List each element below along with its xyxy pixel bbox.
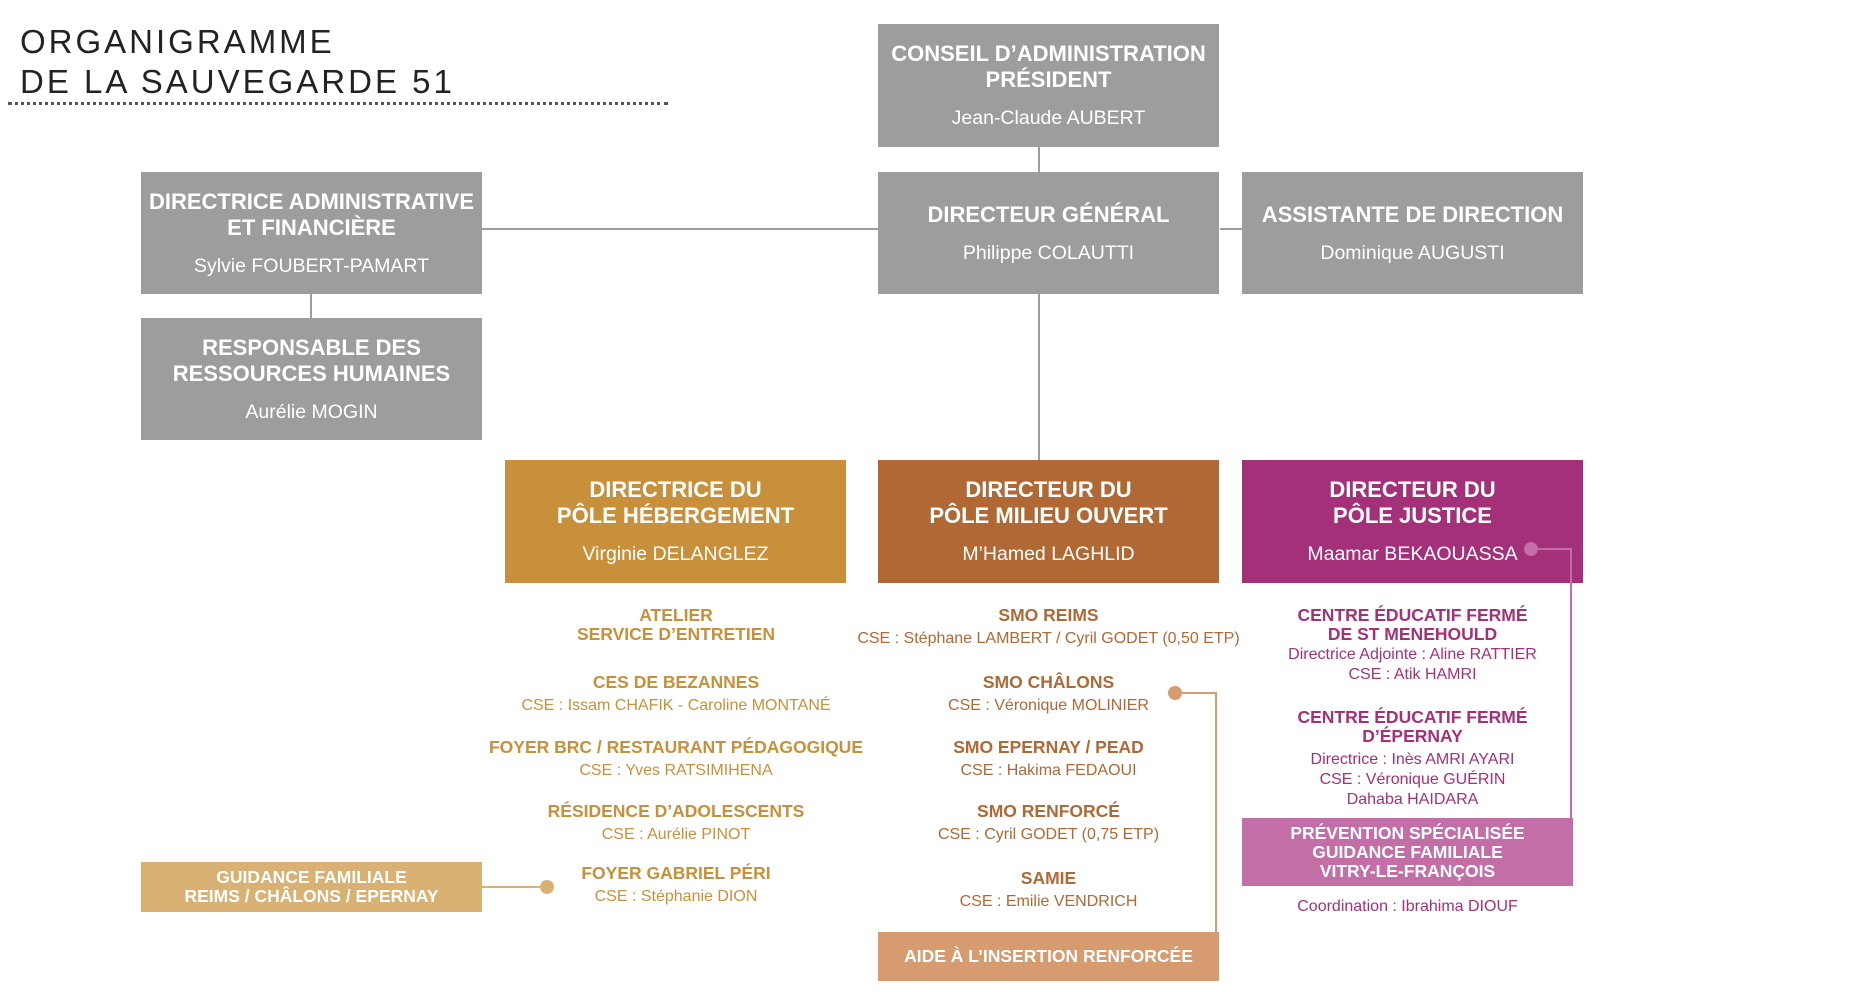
- daf-box: DIRECTRICE ADMINISTRATIVE ET FINANCIÈRE …: [141, 172, 482, 294]
- service-detail: CSE : Atik HAMRI: [1348, 666, 1477, 683]
- service-title: ATELIER: [639, 605, 713, 625]
- prevention-specialisee-box: PRÉVENTION SPÉCIALISÉE GUIDANCE FAMILIAL…: [1242, 818, 1573, 886]
- guidance-line-1: GUIDANCE FAMILIALE: [216, 867, 407, 887]
- service-title: SMO RENFORCÉ: [977, 801, 1120, 821]
- connector-dot-guidance: [540, 880, 554, 894]
- title-divider: [8, 102, 668, 105]
- conseil-name: Jean-Claude AUBERT: [951, 107, 1146, 129]
- conseil-title-2: PRÉSIDENT: [985, 67, 1112, 92]
- service-detail: Directrice Adjointe : Aline RATTIER: [1288, 646, 1537, 663]
- justice-title-2: PÔLE JUSTICE: [1333, 503, 1492, 528]
- service-title: CES DE BEZANNES: [592, 672, 760, 692]
- daf-title-1: DIRECTRICE ADMINISTRATIVE: [148, 188, 475, 214]
- hebergement-name: Virginie DELANGLEZ: [582, 543, 769, 565]
- rh-box: RESPONSABLE DES RESSOURCES HUMAINES Auré…: [141, 318, 482, 440]
- service-title: FOYER GABRIEL PÉRI: [581, 863, 771, 883]
- service-detail: CSE : Hakima FEDAOUI: [960, 762, 1137, 779]
- service-detail: Dahaba HAIDARA: [1346, 791, 1479, 808]
- chart-title: ORGANIGRAMME DE LA SAUVEGARDE 51: [20, 22, 455, 102]
- assistante-box: ASSISTANTE DE DIRECTION Dominique AUGUST…: [1242, 172, 1583, 294]
- service-detail: CSE : Yves RATSIMIHENA: [579, 762, 773, 779]
- rh-title-1: RESPONSABLE DES: [202, 334, 421, 360]
- coordination: Coordination : Ibrahima DIOUF: [1242, 897, 1573, 917]
- prevention-line-3: VITRY-LE-FRANÇOIS: [1319, 860, 1496, 881]
- aide-insertion-box: AIDE À L’INSERTION RENFORCÉE: [878, 932, 1219, 981]
- service-smo-chalons: SMO CHÂLONS CSE : Véronique MOLINIER: [878, 673, 1219, 716]
- service-detail: CSE : Emilie VENDRICH: [959, 893, 1138, 910]
- service-title: SERVICE D’ENTRETIEN: [576, 624, 776, 644]
- prevention-line-2: GUIDANCE FAMILIALE: [1312, 841, 1503, 862]
- connector-dg-poles: [1038, 294, 1040, 460]
- connector-dot-aide: [1168, 686, 1182, 700]
- prevention-line-1: PRÉVENTION SPÉCIALISÉE: [1290, 822, 1525, 843]
- guidance-familiale-box: GUIDANCE FAMILIALE REIMS / CHÂLONS / EPE…: [141, 862, 482, 912]
- service-title: FOYER BRC / RESTAURANT PÉDAGOGIQUE: [488, 737, 863, 757]
- directeur-general-box: DIRECTEUR GÉNÉRAL Philippe COLAUTTI: [878, 172, 1219, 294]
- title-line-1: ORGANIGRAMME: [20, 23, 335, 60]
- service-detail: CSE : Issam CHAFIK - Caroline MONTANÉ: [521, 697, 831, 714]
- service-detail: CSE : Cyril GODET (0,75 ETP): [937, 826, 1160, 843]
- service-samie: SAMIE CSE : Emilie VENDRICH: [878, 869, 1219, 912]
- service-detail: CSE : Aurélie PINOT: [601, 826, 751, 843]
- service-title: SMO EPERNAY / PEAD: [953, 737, 1144, 757]
- service-foyer-gabriel-peri: FOYER GABRIEL PÉRI CSE : Stéphanie DION: [470, 864, 882, 907]
- connector-conseil-dg: [1038, 147, 1040, 173]
- assistante-name: Dominique AUGUSTI: [1320, 241, 1505, 264]
- title-line-2: DE LA SAUVEGARDE 51: [20, 63, 455, 100]
- service-title: CENTRE ÉDUCATIF FERMÉ: [1297, 605, 1528, 625]
- connector-prevention-v: [1570, 548, 1572, 818]
- justice-name: Maamar BEKAOUASSA: [1307, 543, 1518, 565]
- dg-title: DIRECTEUR GÉNÉRAL: [927, 201, 1170, 227]
- daf-title-2: ET FINANCIÈRE: [227, 214, 396, 240]
- pole-justice-box: DIRECTEUR DU PÔLE JUSTICE Maamar BEKAOUA…: [1242, 460, 1583, 583]
- coordination-text: Coordination : Ibrahima DIOUF: [1297, 898, 1518, 915]
- milieu-ouvert-name: M’Hamed LAGHLID: [962, 543, 1135, 565]
- pole-hebergement-box: DIRECTRICE DU PÔLE HÉBERGEMENT Virginie …: [505, 460, 846, 583]
- hebergement-title-2: PÔLE HÉBERGEMENT: [556, 503, 795, 528]
- service-ces-bezannes: CES DE BEZANNES CSE : Issam CHAFIK - Car…: [470, 673, 882, 716]
- connector-dot-prevention: [1524, 542, 1538, 556]
- service-title: SMO REIMS: [998, 605, 1099, 625]
- pole-milieu-ouvert-box: DIRECTEUR DU PÔLE MILIEU OUVERT M’Hamed …: [878, 460, 1219, 583]
- service-cef-st-menehould: CENTRE ÉDUCATIF FERMÉ DE ST MENEHOULD Di…: [1242, 606, 1583, 685]
- service-smo-renforce: SMO RENFORCÉ CSE : Cyril GODET (0,75 ETP…: [878, 802, 1219, 845]
- daf-name: Sylvie FOUBERT-PAMART: [193, 254, 430, 277]
- rh-title-2: RESSOURCES HUMAINES: [172, 360, 451, 386]
- connector-daf-dg: [482, 228, 878, 230]
- service-title: DE ST MENEHOULD: [1327, 624, 1498, 644]
- connector-guidance: [482, 886, 546, 888]
- connector-aide-h: [1180, 692, 1217, 694]
- justice-title-1: DIRECTEUR DU: [1329, 477, 1496, 502]
- service-smo-reims: SMO REIMS CSE : Stéphane LAMBERT / Cyril…: [838, 606, 1259, 649]
- rh-name: Aurélie MOGIN: [245, 400, 378, 423]
- service-smo-epernay: SMO EPERNAY / PEAD CSE : Hakima FEDAOUI: [878, 738, 1219, 781]
- conseil-title-1: CONSEIL D’ADMINISTRATION: [891, 41, 1206, 66]
- connector-daf-rh: [310, 294, 312, 318]
- service-cef-epernay: CENTRE ÉDUCATIF FERMÉ D’ÉPERNAY Directri…: [1242, 708, 1583, 810]
- service-detail: CSE : Véronique MOLINIER: [948, 697, 1149, 714]
- service-detail: Directrice : Inès AMRI AYARI: [1310, 751, 1515, 768]
- service-title: CENTRE ÉDUCATIF FERMÉ: [1297, 707, 1528, 727]
- conseil-administration-box: CONSEIL D’ADMINISTRATION PRÉSIDENT Jean-…: [878, 24, 1219, 147]
- aide-label: AIDE À L’INSERTION RENFORCÉE: [904, 946, 1193, 966]
- service-residence-adolescents: RÉSIDENCE D’ADOLESCENTS CSE : Aurélie PI…: [470, 802, 882, 845]
- milieu-ouvert-title-1: DIRECTEUR DU: [965, 477, 1132, 502]
- service-foyer-brc: FOYER BRC / RESTAURANT PÉDAGOGIQUE CSE :…: [455, 738, 897, 781]
- service-title: SMO CHÂLONS: [982, 672, 1115, 692]
- dg-name: Philippe COLAUTTI: [962, 241, 1135, 264]
- service-detail: CSE : Stéphanie DION: [594, 888, 758, 905]
- hebergement-title-1: DIRECTRICE DU: [589, 477, 762, 502]
- service-title: RÉSIDENCE D’ADOLESCENTS: [547, 801, 805, 821]
- connector-dg-assistante: [1220, 228, 1242, 230]
- connector-aide-v: [1215, 692, 1217, 932]
- service-detail: CSE : Véronique GUÉRIN: [1319, 771, 1506, 788]
- guidance-line-2: REIMS / CHÂLONS / EPERNAY: [184, 886, 439, 906]
- service-title: SAMIE: [1020, 868, 1077, 888]
- service-title: D’ÉPERNAY: [1362, 726, 1463, 746]
- connector-prevention-h: [1536, 548, 1572, 550]
- milieu-ouvert-title-2: PÔLE MILIEU OUVERT: [929, 503, 1168, 528]
- service-detail: CSE : Stéphane LAMBERT / Cyril GODET (0,…: [857, 630, 1240, 647]
- assistante-title: ASSISTANTE DE DIRECTION: [1261, 201, 1564, 227]
- service-atelier: ATELIER SERVICE D’ENTRETIEN: [470, 606, 882, 644]
